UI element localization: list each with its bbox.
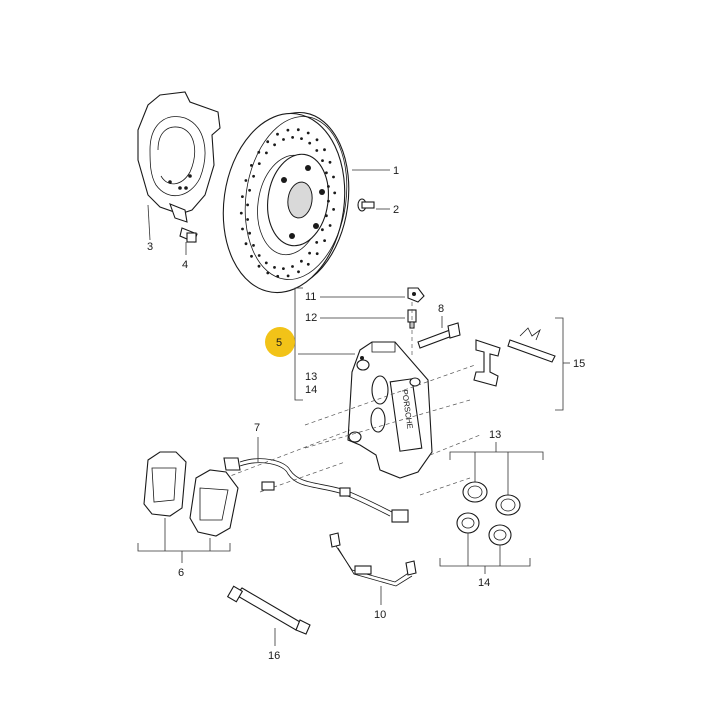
brake-caliper: PORSCHE [347,341,433,479]
drill-hole [300,137,303,141]
label-14-side: 14 [478,577,490,589]
pad-retainer-kit-15 [473,327,556,387]
group-bracket-14 [439,558,531,567]
label-15: 15 [573,358,585,370]
drill-hole [282,138,285,141]
wear-sensor-7 [223,457,409,523]
drill-hole [273,143,276,147]
brake-line-10 [329,532,417,587]
drill-hole [250,164,253,167]
disc-drill-holes [239,128,337,278]
drill-hole [252,174,256,178]
drill-hole [300,259,303,263]
label-13-side: 13 [489,429,501,441]
drill-hole [325,171,328,175]
drill-hole [244,242,248,246]
label-6: 6 [178,567,184,579]
group-bracket-15 [555,317,564,411]
drill-hole [315,138,319,142]
drill-hole [276,274,280,278]
drill-hole [315,149,319,152]
drill-hole [286,128,290,132]
label-10: 10 [374,609,386,621]
drill-hole [239,211,243,215]
bolt-4 [179,227,198,243]
label-16: 16 [268,650,280,662]
drill-hole [257,150,261,154]
drill-hole [323,148,326,152]
drill-hole [257,254,261,257]
label-1: 1 [393,165,399,177]
caliper-bolt-8 [417,322,461,349]
group-bracket-6 [137,543,231,552]
drill-hole [266,140,270,144]
drill-hole [246,218,250,221]
drill-hole [321,159,324,163]
drill-hole [266,271,270,275]
drill-hole [241,195,244,199]
drill-hole [248,231,252,235]
drill-hole [265,151,268,155]
drill-hole [248,188,252,192]
brake-pads-6 [143,451,239,537]
drill-hole [315,252,319,256]
drill-hole [306,131,310,135]
drill-hole [328,224,332,227]
drill-hole [273,266,276,269]
drill-hole [291,136,294,139]
drill-hole [323,239,326,243]
label-11: 11 [305,291,316,303]
drill-hole [308,141,312,145]
label-3: 3 [147,241,153,253]
drill-hole [291,265,294,268]
drill-hole [257,264,261,268]
screw-2 [357,198,375,212]
drill-hole [250,254,253,258]
drill-hole [246,203,250,207]
paste-tube-16 [226,585,311,635]
dust-shield [137,91,221,223]
brake-disc [222,111,350,294]
label-13-group: 13 [305,371,317,383]
drill-hole [282,267,285,270]
drill-hole [325,214,328,218]
group-bracket-5 [294,287,303,401]
drill-hole [327,185,330,188]
drill-hole [327,199,330,203]
label-4: 4 [182,259,188,271]
label-12: 12 [305,312,317,324]
drill-hole [244,179,248,182]
drill-hole [276,132,279,136]
label-7: 7 [254,422,260,434]
drill-hole [328,160,332,164]
drill-hole [241,227,244,231]
highlight-5 [265,327,295,357]
drill-hole [332,175,335,179]
drill-hole [306,262,310,266]
label-2: 2 [393,204,399,216]
caliper-seals [456,481,521,546]
drill-hole [321,228,324,232]
drill-hole [252,244,255,247]
drill-hole [296,128,300,132]
drill-hole [332,208,335,211]
drill-hole [264,261,268,265]
label-14-group: 14 [305,384,317,396]
leader-3 [147,204,151,241]
label-8: 8 [438,303,444,315]
drill-hole [308,251,311,255]
drill-hole [333,191,337,195]
bleed-cap-11 [407,287,425,303]
group-bracket-13 [449,451,544,460]
drill-hole [297,270,300,274]
drill-hole [315,241,319,244]
drill-hole [286,274,290,278]
label-5: 5 [276,337,282,349]
drill-hole [257,162,261,166]
